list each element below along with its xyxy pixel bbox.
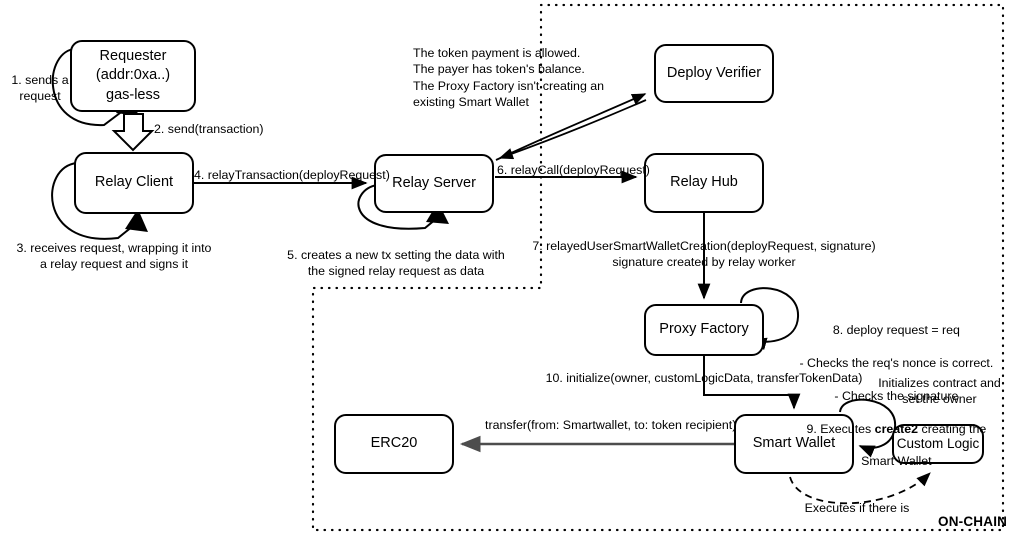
label-step9-line2: Smart Wallet [861, 454, 932, 469]
edge-step2 [111, 113, 155, 152]
label-initializes-note: Initializes contract and set the owner [878, 376, 1001, 407]
label-transfer: transfer(from: Smartwallet, to: token re… [485, 418, 737, 432]
edge-step3 [51, 162, 134, 240]
node-requester-label: Requester (addr:0xa..) gas-less [95, 47, 171, 103]
node-requester[interactable]: Requester (addr:0xa..) gas-less [70, 40, 196, 112]
edge-step10 [703, 356, 801, 410]
node-relay-server-label: Relay Server [392, 174, 476, 191]
edge-executes-custom-logic [789, 472, 931, 505]
node-relay-hub[interactable]: Relay Hub [644, 153, 764, 213]
label-step1: 1. sends a request [11, 73, 69, 104]
node-custom-logic-label: Custom Logic [896, 435, 980, 451]
label-step5: 5. creates a new tx setting the data wit… [287, 248, 505, 279]
node-erc20[interactable]: ERC20 [334, 414, 454, 474]
label-step8-line2: - Checks the req's nonce is correct. [799, 356, 994, 371]
node-relay-hub-label: Relay Hub [670, 174, 738, 191]
node-erc20-label: ERC20 [370, 435, 418, 452]
node-proxy-factory[interactable]: Proxy Factory [644, 304, 764, 356]
edge-step5 [357, 184, 437, 230]
node-relay-client-label: Relay Client [94, 174, 174, 191]
node-relay-client[interactable]: Relay Client [74, 152, 194, 214]
label-step9-post: creating the [918, 421, 987, 436]
label-step3: 3. receives request, wrapping it into a … [16, 241, 212, 272]
edge-verifier-response [498, 99, 647, 160]
node-proxy-factory-label: Proxy Factory [659, 321, 749, 338]
label-step2: 2. send(transaction) [154, 122, 264, 136]
node-deploy-verifier[interactable]: Deploy Verifier [654, 44, 774, 103]
edge-step8-9 [740, 287, 800, 351]
node-relay-server[interactable]: Relay Server [374, 154, 494, 213]
label-step8-line1: 8. deploy request = req [832, 323, 960, 338]
label-step8-9: 8. deploy request = req - Checks the req… [782, 306, 997, 486]
label-step9-pre: 9. Executes [806, 421, 875, 436]
edge-step1 [51, 48, 125, 127]
node-deploy-verifier-label: Deploy Verifier [666, 64, 762, 81]
label-step6: 6. relayCall(deployRequest) [497, 163, 650, 177]
label-verifier-note: The token payment is allowed. The payer … [413, 46, 605, 110]
label-step7: 7. relayedUserSmartWalletCreation(deploy… [532, 239, 876, 270]
label-on-chain: ON-CHAIN [938, 514, 1008, 529]
label-step8-line3: - Checks the signature [834, 388, 959, 403]
edge-verifier-request [495, 93, 647, 161]
node-smart-wallet-label: Smart Wallet [752, 435, 836, 452]
label-step10: 10. initialize(owner, customLogicData, t… [545, 371, 863, 385]
label-step4: 4. relayTransaction(deployRequest) [194, 168, 390, 182]
label-step9-bold: create2 [874, 421, 919, 436]
label-executes-note: Executes if there is [804, 501, 910, 515]
edge-smartwallet-self [839, 398, 897, 458]
node-smart-wallet[interactable]: Smart Wallet [734, 414, 854, 474]
node-custom-logic[interactable]: Custom Logic [892, 424, 984, 464]
